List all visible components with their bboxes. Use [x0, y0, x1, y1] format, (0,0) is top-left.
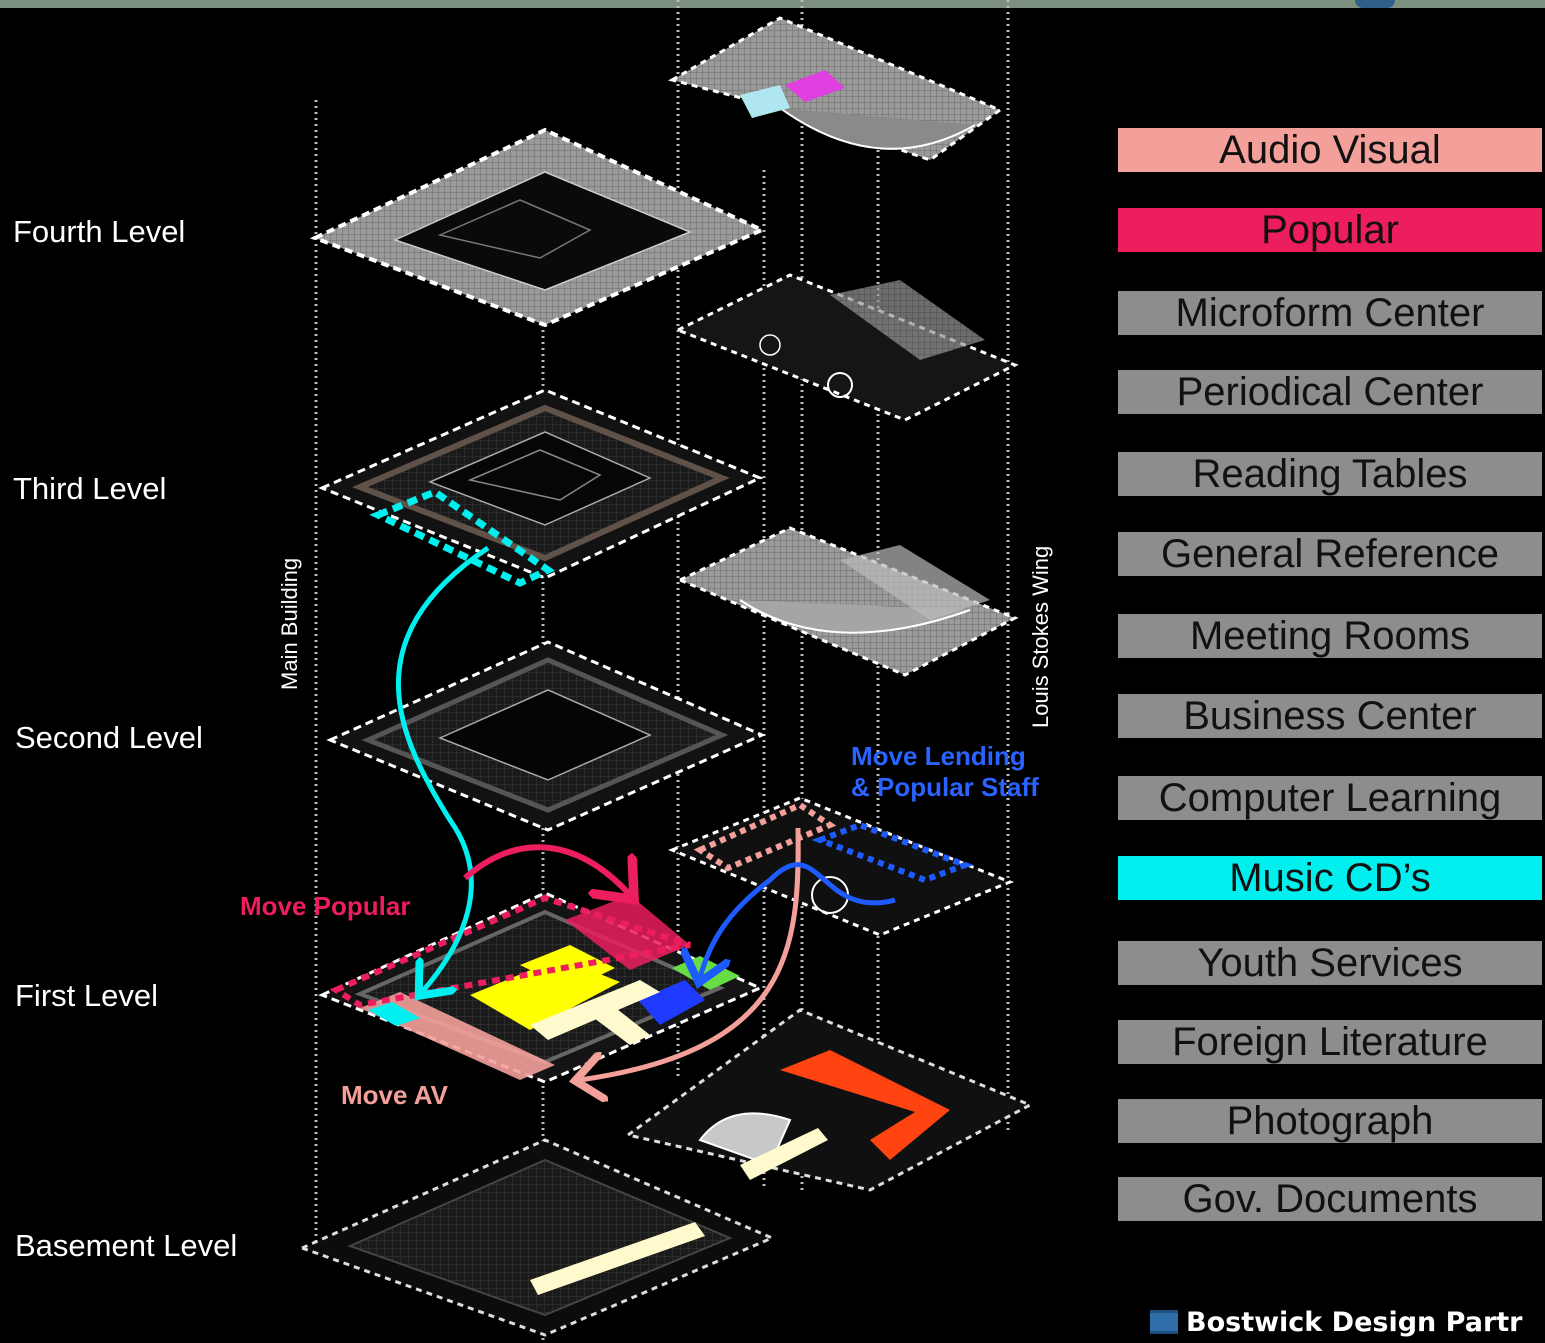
- floor-second-main: [326, 640, 766, 832]
- legend-item: Foreign Literature: [1118, 1020, 1542, 1064]
- lightblue-zone: [740, 85, 790, 118]
- reading-zone: [590, 1005, 650, 1045]
- move-popular-label: Move Popular: [240, 891, 411, 921]
- level-label-fourth: Fourth Level: [13, 214, 186, 249]
- level-label-second: Second Level: [15, 720, 203, 755]
- legend-item: Photograph: [1118, 1099, 1542, 1143]
- legend-item: Meeting Rooms: [1118, 614, 1542, 658]
- bostwick-logo: Bostwick Design Partr: [1150, 1302, 1523, 1342]
- move-lending-line2: & Popular Staff: [851, 772, 1039, 802]
- blue-zone: [638, 980, 705, 1025]
- av-arrow: [580, 827, 801, 1080]
- legend-item: Periodical Center: [1118, 370, 1542, 414]
- floor-top-wing: [668, 16, 1004, 162]
- reading-zone: [530, 1222, 705, 1295]
- legend-item: General Reference: [1118, 532, 1542, 576]
- lending-arrow: [700, 862, 896, 978]
- top-bar-accent: [1355, 0, 1395, 8]
- legend-item: Computer Learning: [1118, 776, 1542, 820]
- louis-stokes-wing-label: Louis Stokes Wing: [1028, 545, 1053, 728]
- legend-item: Microform Center: [1118, 291, 1542, 335]
- popular-arrow: [463, 844, 630, 895]
- floor-basement-main: [297, 1138, 776, 1337]
- move-av-label: Move AV: [341, 1080, 448, 1110]
- magenta-zone: [785, 70, 845, 102]
- move-lending-line1: Move Lending: [851, 741, 1026, 771]
- reading-zone: [530, 980, 660, 1040]
- move-lending-label: Move Lending & Popular Staff: [851, 741, 1039, 803]
- floor-wing-level4: [674, 273, 1019, 422]
- foreign-literature-zone: [780, 1050, 950, 1160]
- floor-first-main: [318, 891, 764, 1084]
- legend-item: Business Center: [1118, 694, 1542, 738]
- lending-zone-outline: [811, 821, 974, 884]
- legend-item: Popular: [1118, 208, 1542, 252]
- floor-wing-ground: [624, 1008, 1034, 1192]
- level-label-third: Third Level: [13, 471, 167, 506]
- top-bar: [0, 0, 1545, 8]
- legend-item: Gov. Documents: [1118, 1177, 1542, 1221]
- legend-item: Music CD’s: [1118, 856, 1542, 900]
- av-zone-outline: [693, 801, 837, 872]
- popular-outline: [329, 894, 691, 1009]
- reading-zone: [740, 1128, 828, 1180]
- logo-mark-icon: [1150, 1310, 1178, 1334]
- level-label-first: First Level: [15, 978, 158, 1013]
- legend-item: Reading Tables: [1118, 452, 1542, 496]
- floor-wing-level1: [668, 796, 1015, 937]
- floor-wing-level3: [676, 526, 1019, 677]
- floor-third-main: [318, 388, 764, 580]
- music-cd-arrow: [396, 545, 490, 992]
- legend-item: Audio Visual: [1118, 128, 1542, 172]
- main-building-label: Main Building: [277, 557, 302, 690]
- floor-fourth-main: [309, 127, 767, 328]
- music-zone: [368, 1002, 420, 1026]
- music-cd-outline: [369, 488, 556, 587]
- legend-item: Youth Services: [1118, 941, 1542, 985]
- logo-text: Bostwick Design Partr: [1186, 1306, 1523, 1338]
- level-label-basement: Basement Level: [15, 1228, 238, 1263]
